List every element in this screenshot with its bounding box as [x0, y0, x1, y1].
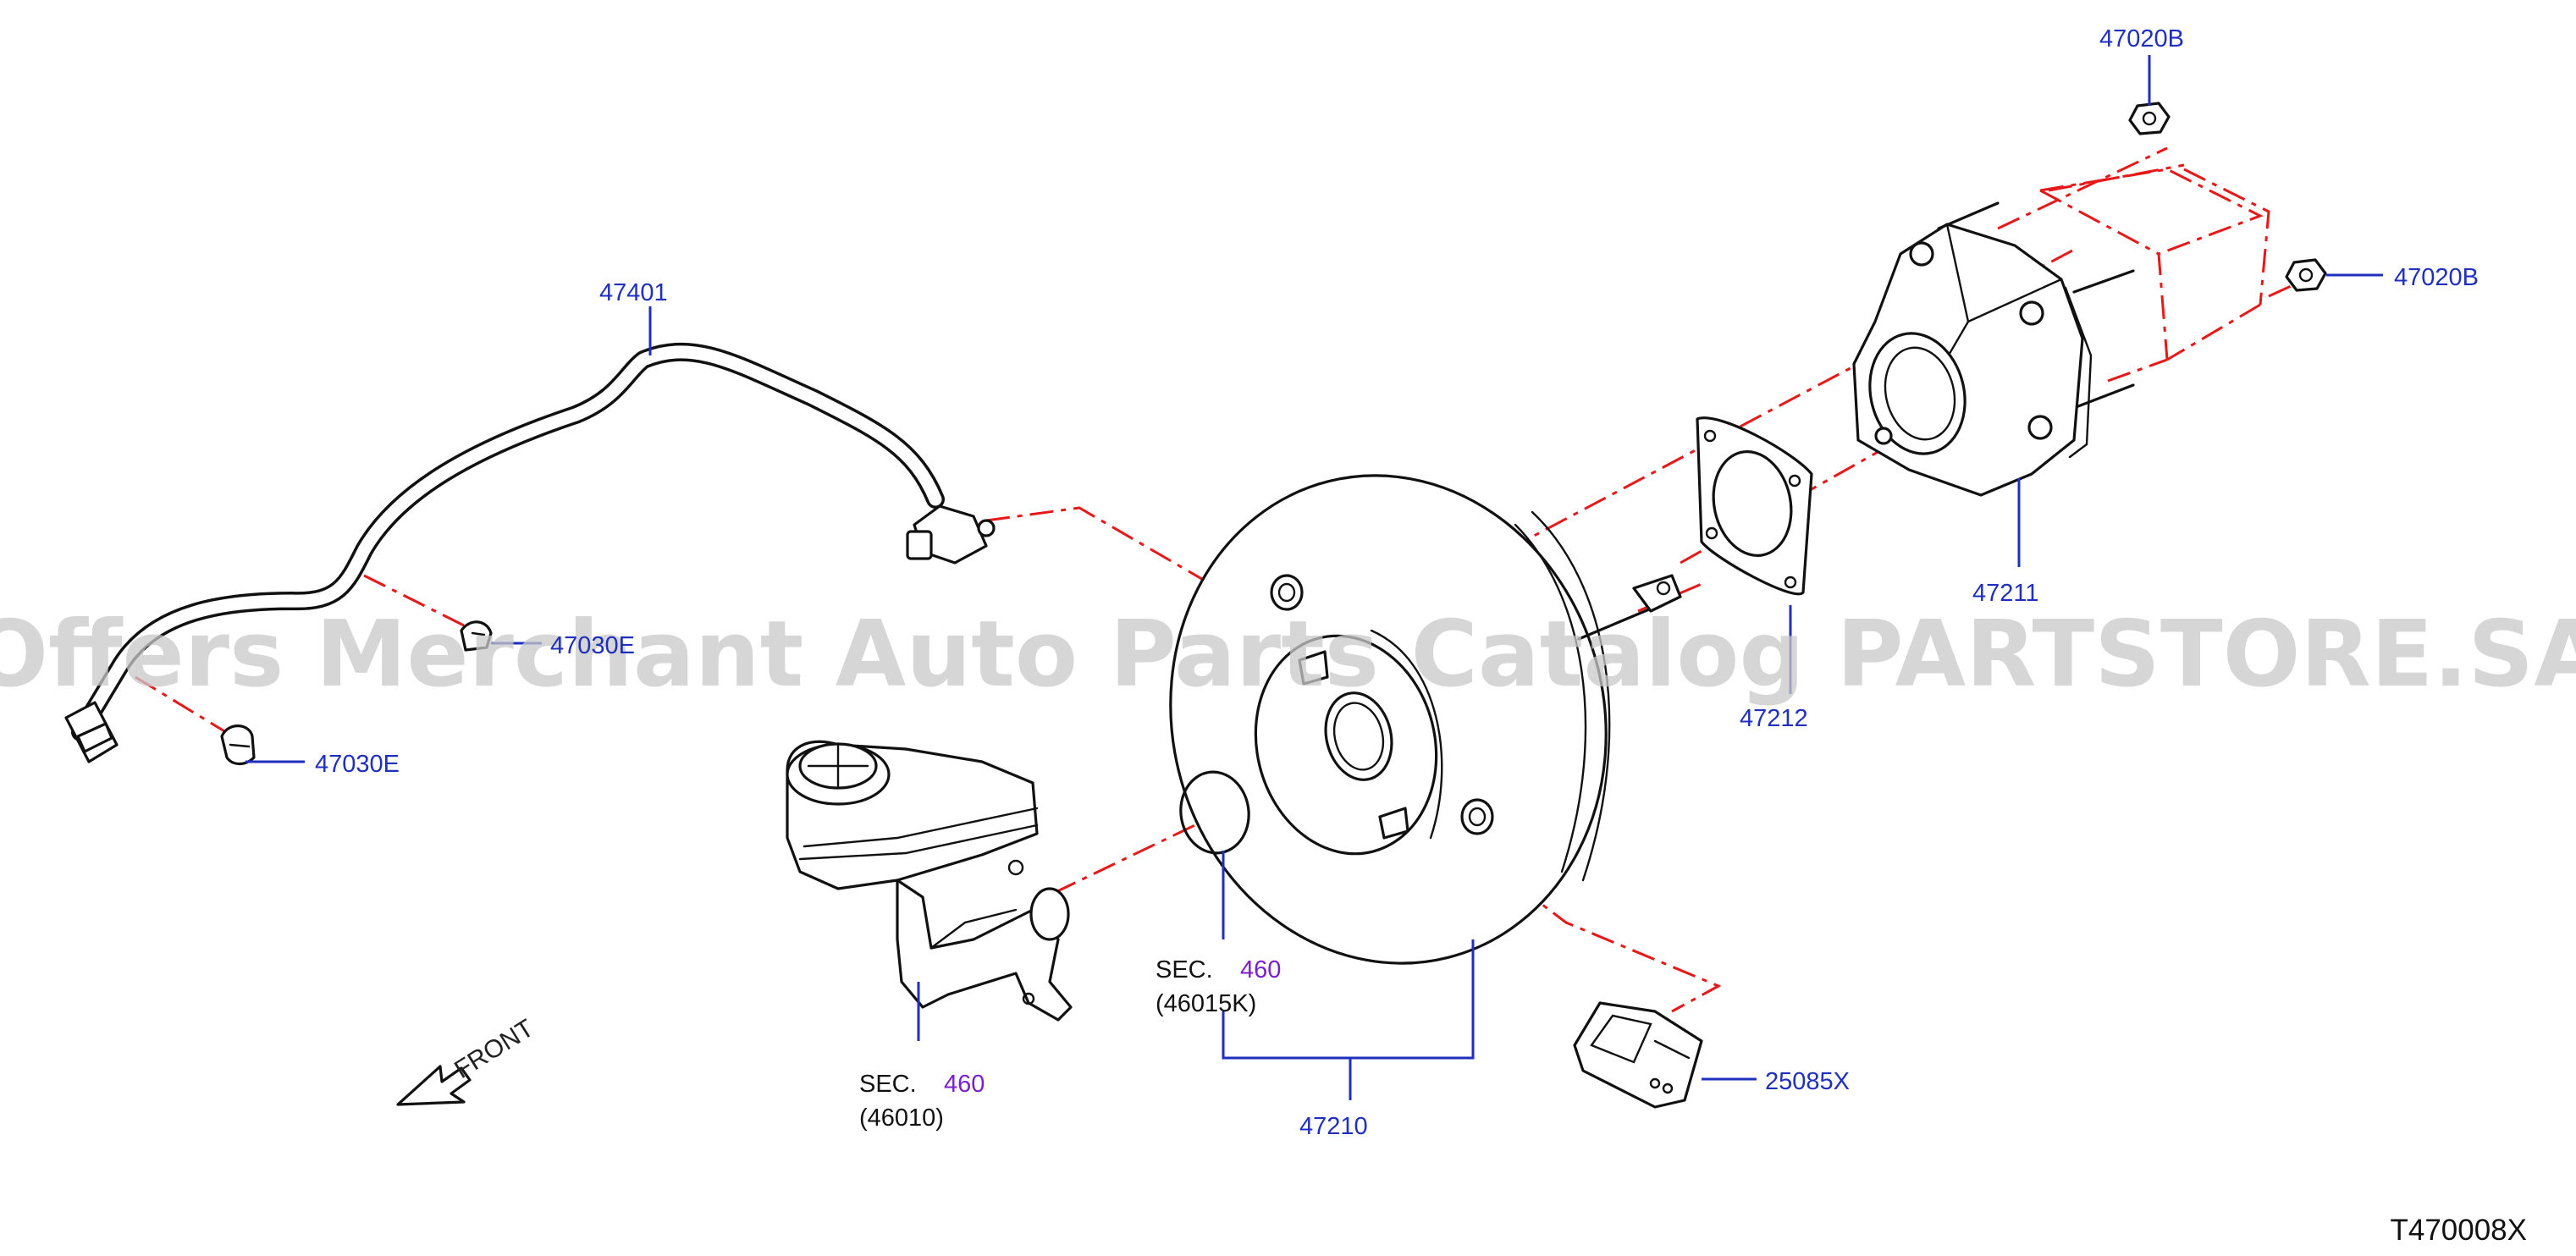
sec-seal-sub: (46015K)	[1156, 990, 1256, 1017]
hose-clip-lower[interactable]	[220, 724, 256, 766]
hose-clip-upper[interactable]	[460, 620, 493, 652]
label-47212[interactable]: 47212	[1740, 705, 1808, 732]
label-47210[interactable]: 47210	[1299, 1113, 1368, 1140]
label-47030E-upper[interactable]: 47030E	[550, 632, 635, 659]
master-cylinder[interactable]	[786, 740, 1073, 1022]
sec-master-cylinder-sub: (46010)	[859, 1105, 944, 1132]
sec-seal-number[interactable]: 460	[1240, 956, 1281, 983]
diagram-code: T470008X	[2390, 1214, 2527, 1247]
leader-lines	[245, 55, 2383, 1100]
vacuum-sensor[interactable]	[1573, 1001, 1703, 1109]
sec-master-cylinder-number[interactable]: 460	[944, 1071, 985, 1098]
o-ring-seal[interactable]	[1176, 768, 1255, 857]
brake-booster[interactable]	[1119, 429, 1682, 1010]
booster-gasket[interactable]	[1696, 416, 1813, 596]
label-47211[interactable]: 47211	[1972, 580, 2039, 607]
watermark: Offers Merchant Auto Parts Catalog PARTS…	[0, 602, 2576, 708]
booster-bracket[interactable]	[1852, 201, 2135, 497]
sec-master-cylinder-prefix: SEC.	[859, 1071, 917, 1098]
nut-right[interactable]	[2285, 258, 2327, 292]
nut-top[interactable]	[2128, 102, 2171, 135]
vacuum-hose[interactable]	[64, 342, 996, 763]
front-label: FRONT	[450, 1014, 538, 1084]
label-47020B-top[interactable]: 47020B	[2099, 25, 2184, 52]
sec-seal-prefix: SEC.	[1156, 956, 1213, 983]
label-25085X[interactable]: 25085X	[1765, 1068, 1850, 1095]
label-47020B-right[interactable]: 47020B	[2394, 264, 2479, 291]
front-direction-indicator: FRONT	[396, 1014, 538, 1106]
label-47030E-lower[interactable]: 47030E	[315, 751, 400, 778]
label-47401[interactable]: 47401	[599, 279, 668, 306]
